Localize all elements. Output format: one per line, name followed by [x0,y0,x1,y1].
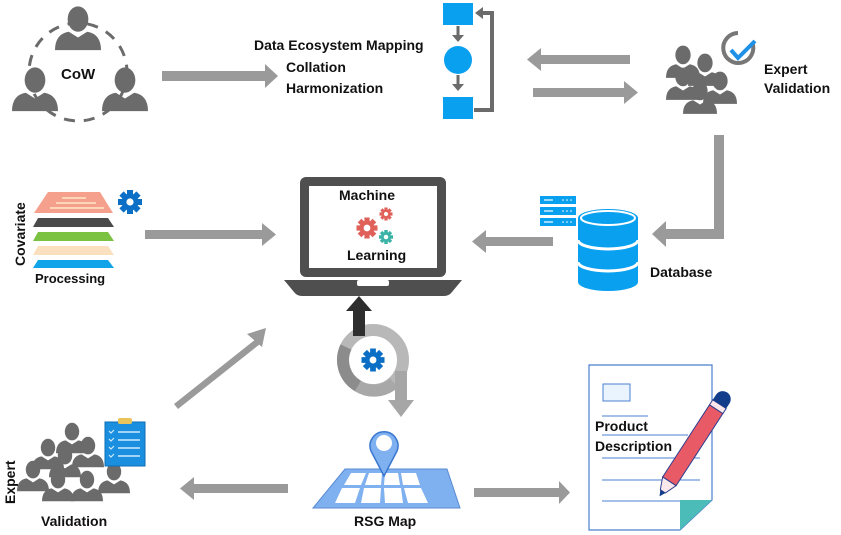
data-process-line-3: Harmonization [286,80,384,96]
person-icon [55,6,101,51]
covariate-label: Processing [35,271,106,286]
data-process-line-2: Collation [286,59,346,75]
laptop-gears-icon [284,177,462,296]
rsg-map-label: RSG Map [354,513,417,529]
arrow-cow-to-data [162,64,278,88]
cow-node[interactable] [12,6,148,123]
cycle-gear-icon [337,296,414,417]
expert-group-check-icon [666,31,757,114]
arrow-database-to-ml [472,230,553,253]
arrow-data-to-expert [533,81,638,104]
arrow-expert-to-database [652,135,724,247]
product-line-2: Description [595,438,673,454]
arrow-expert-to-data [527,48,630,71]
arrow-map-to-expert [180,477,288,500]
arrow-cycle-to-ml [346,296,372,336]
expert-bottom-label: Validation [41,513,108,529]
arrow-cycle-to-map [388,371,414,417]
arrow-covariate-to-ml [145,223,276,246]
expert-bottom-vertical-label: Expert [2,460,18,504]
arrow-map-to-product [474,481,570,504]
document-pencil-icon [588,364,731,531]
person-icon [102,67,148,112]
expert-top-line-1: Expert [764,61,808,77]
layers-gear-icon [33,190,142,268]
expert-group-clipboard-icon [17,418,146,502]
person-icon [12,67,58,112]
database-icon [540,196,640,291]
expert-top-line-2: Validation [764,80,831,96]
arrow-expert-to-ml [174,328,266,409]
database-label: Database [650,264,713,280]
covariate-vertical-label: Covariate [12,202,28,266]
product-line-1: Product [595,418,648,434]
flowchart-loop-icon [443,3,494,119]
ml-line-1: Machine [339,187,396,203]
ml-line-2: Learning [347,247,407,263]
data-process-line-1: Data Ecosystem Mapping [254,37,424,53]
cow-label: CoW [61,66,96,83]
map-pin-grid-icon [311,431,461,509]
